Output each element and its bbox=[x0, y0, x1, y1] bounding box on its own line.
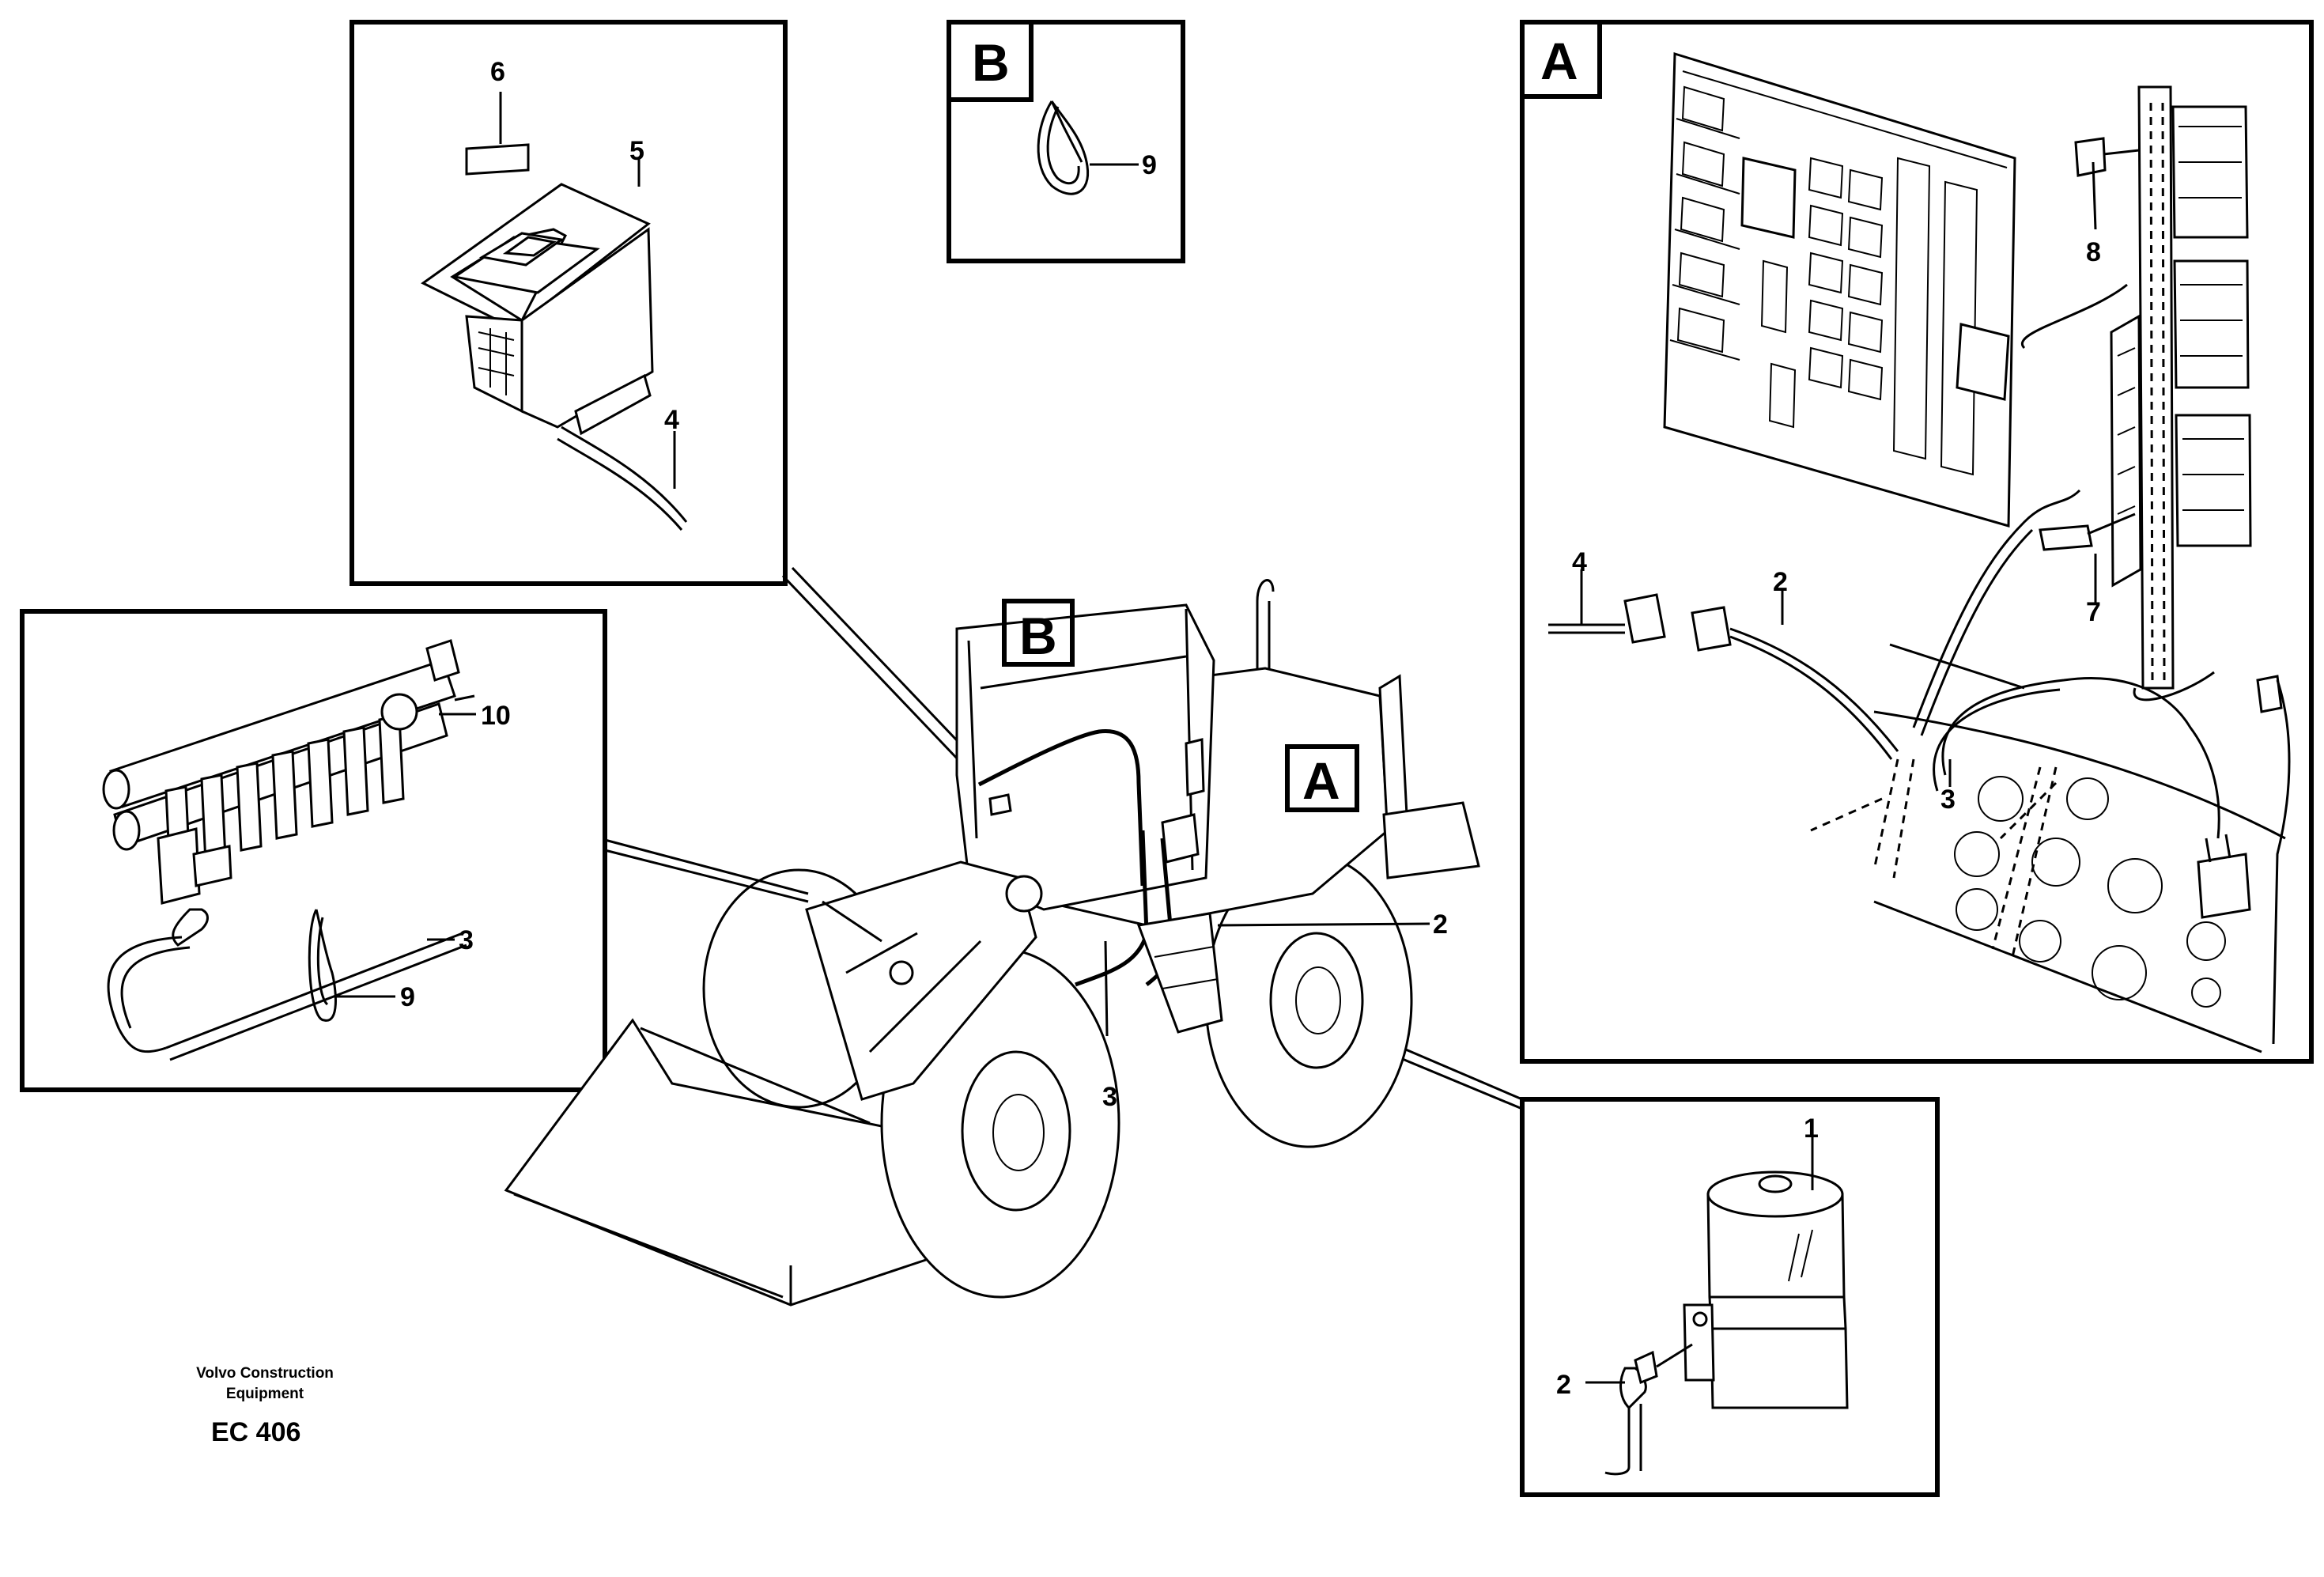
part-number-6: 6 bbox=[490, 57, 505, 87]
part-number-2-a: 2 bbox=[1773, 567, 1788, 597]
credit-line-1: Volvo Construction bbox=[196, 1365, 334, 1382]
b-panel-frame bbox=[947, 20, 1185, 263]
leader-2-machine bbox=[1217, 922, 1430, 927]
part-number-3-a: 3 bbox=[1940, 785, 1956, 815]
machine-tag-b: B bbox=[1019, 607, 1057, 665]
switch-panel: 6 5 4 bbox=[350, 20, 788, 586]
a-panel-tag-box bbox=[1520, 20, 1602, 99]
part-number-5: 5 bbox=[629, 136, 644, 166]
part-number-3-machine: 3 bbox=[1102, 1082, 1117, 1112]
manifold-panel-frame bbox=[20, 609, 607, 1092]
credit-line-2: Equipment bbox=[226, 1386, 304, 1402]
part-number-9-b: 9 bbox=[1142, 150, 1157, 180]
b-detail-panel: B 9 bbox=[947, 20, 1185, 263]
b-panel-tag: B bbox=[972, 33, 1010, 92]
reservoir-panel: 1 2 bbox=[1520, 1097, 1940, 1497]
part-number-2-machine: 2 bbox=[1433, 910, 1448, 940]
machine-tag-a-box bbox=[1285, 744, 1359, 812]
part-number-7: 7 bbox=[2086, 597, 2101, 627]
a-detail-panel: A bbox=[1520, 20, 2314, 1064]
part-number-10: 10 bbox=[481, 701, 511, 731]
drawing-code: EC 406 bbox=[211, 1417, 300, 1447]
wheel-loader-drawing bbox=[504, 579, 1480, 1307]
grease-reservoir-drawing bbox=[1604, 1170, 1849, 1476]
cable-tie-drawing bbox=[1037, 100, 1090, 195]
part-number-1: 1 bbox=[1804, 1114, 1819, 1144]
rocker-switch-drawing bbox=[421, 143, 688, 531]
leader-8-a bbox=[2092, 161, 2097, 230]
switch-panel-frame bbox=[350, 20, 788, 586]
machine-tag-a: A bbox=[1302, 751, 1340, 810]
part-number-2-reservoir: 2 bbox=[1556, 1370, 1571, 1400]
manifold-panel: 10 3 9 bbox=[20, 609, 607, 1092]
b-panel-tag-box bbox=[947, 20, 1034, 102]
part-number-4: 4 bbox=[664, 405, 679, 435]
part-number-4-a: 4 bbox=[1572, 547, 1587, 577]
a-panel-frame bbox=[1520, 20, 2314, 1064]
harness-drawing bbox=[1548, 283, 2220, 958]
lubrication-manifold-drawing bbox=[102, 639, 475, 1061]
reservoir-panel-frame bbox=[1520, 1097, 1940, 1497]
part-number-8: 8 bbox=[2086, 237, 2101, 267]
dashboard-drawing bbox=[1873, 643, 2291, 1053]
part-number-9-manifold: 9 bbox=[400, 982, 415, 1012]
a-panel-tag: A bbox=[1540, 32, 1578, 90]
relay-board-drawing bbox=[1663, 51, 2016, 528]
machine-tag-b-box bbox=[1002, 599, 1075, 667]
part-number-3-manifold: 3 bbox=[459, 925, 474, 955]
fuse-rail-drawing bbox=[2039, 85, 2283, 713]
